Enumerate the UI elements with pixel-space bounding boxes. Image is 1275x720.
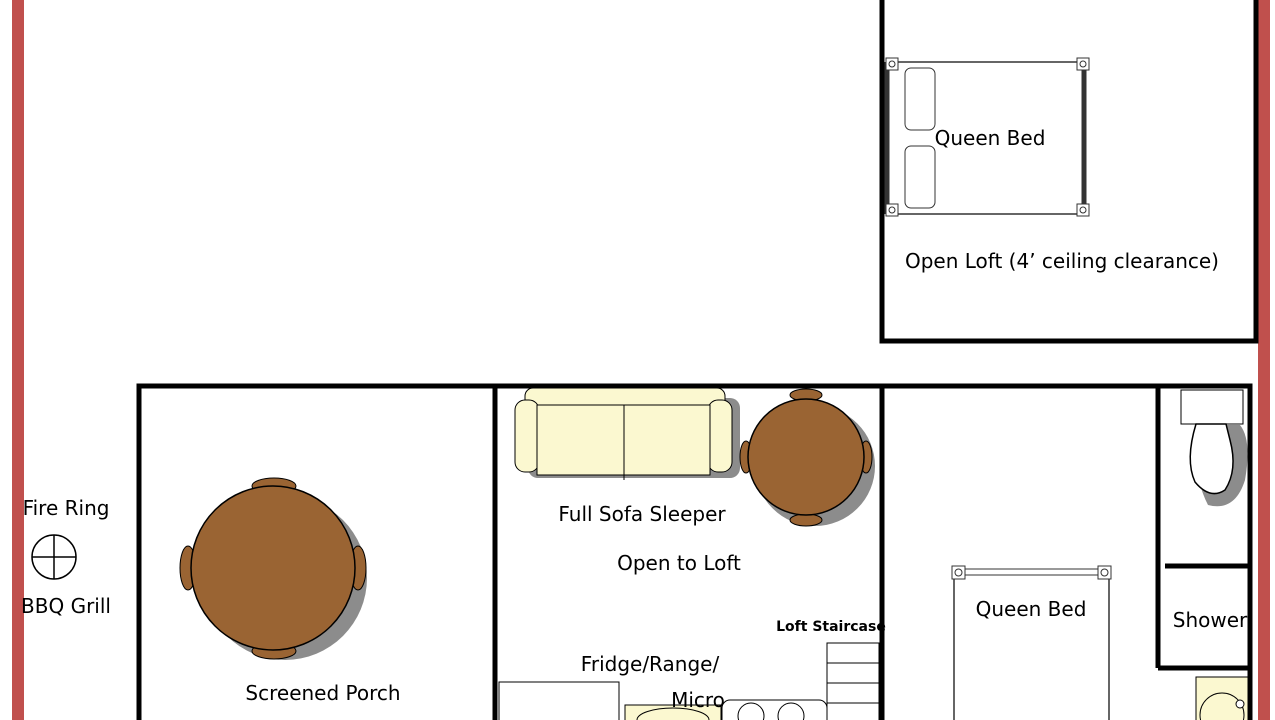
fire-ring-icon [31,534,77,580]
loft-bed-label: Queen Bed [935,126,1046,150]
kitchen-label-line2: Micro [671,688,725,712]
loft-staircase [826,642,880,720]
loft-staircase-label: Loft Staircase [776,619,886,635]
kitchen-counter [498,681,828,720]
open-to-loft-label: Open to Loft [617,551,741,575]
sofa-sleeper-label: Full Sofa Sleeper [558,502,726,526]
bedroom-queen-bed [951,565,1112,720]
fire-ring-label: Fire Ring [23,496,110,520]
sink-icon [1195,676,1249,720]
toilet-icon [1180,389,1248,507]
loft-room-label: Open Loft (4’ ceiling clearance) [905,249,1219,273]
bbq-grill-label: BBQ Grill [21,594,111,618]
shower-label: Shower [1173,608,1248,632]
main-walls [136,383,1253,720]
loft-room: Queen Bed Open Loft (4’ ceiling clearanc… [879,0,1259,344]
left-border [12,0,24,720]
right-border [1258,0,1270,720]
sofa-sleeper [514,387,740,480]
kitchen-label-line1: Fridge/Range/ [581,652,720,676]
porch-table [179,477,367,660]
loft-queen-bed: Queen Bed [884,57,1090,217]
living-table [739,388,875,527]
bedroom-bed-label: Queen Bed [976,597,1087,621]
screened-porch-label: Screened Porch [245,681,400,705]
